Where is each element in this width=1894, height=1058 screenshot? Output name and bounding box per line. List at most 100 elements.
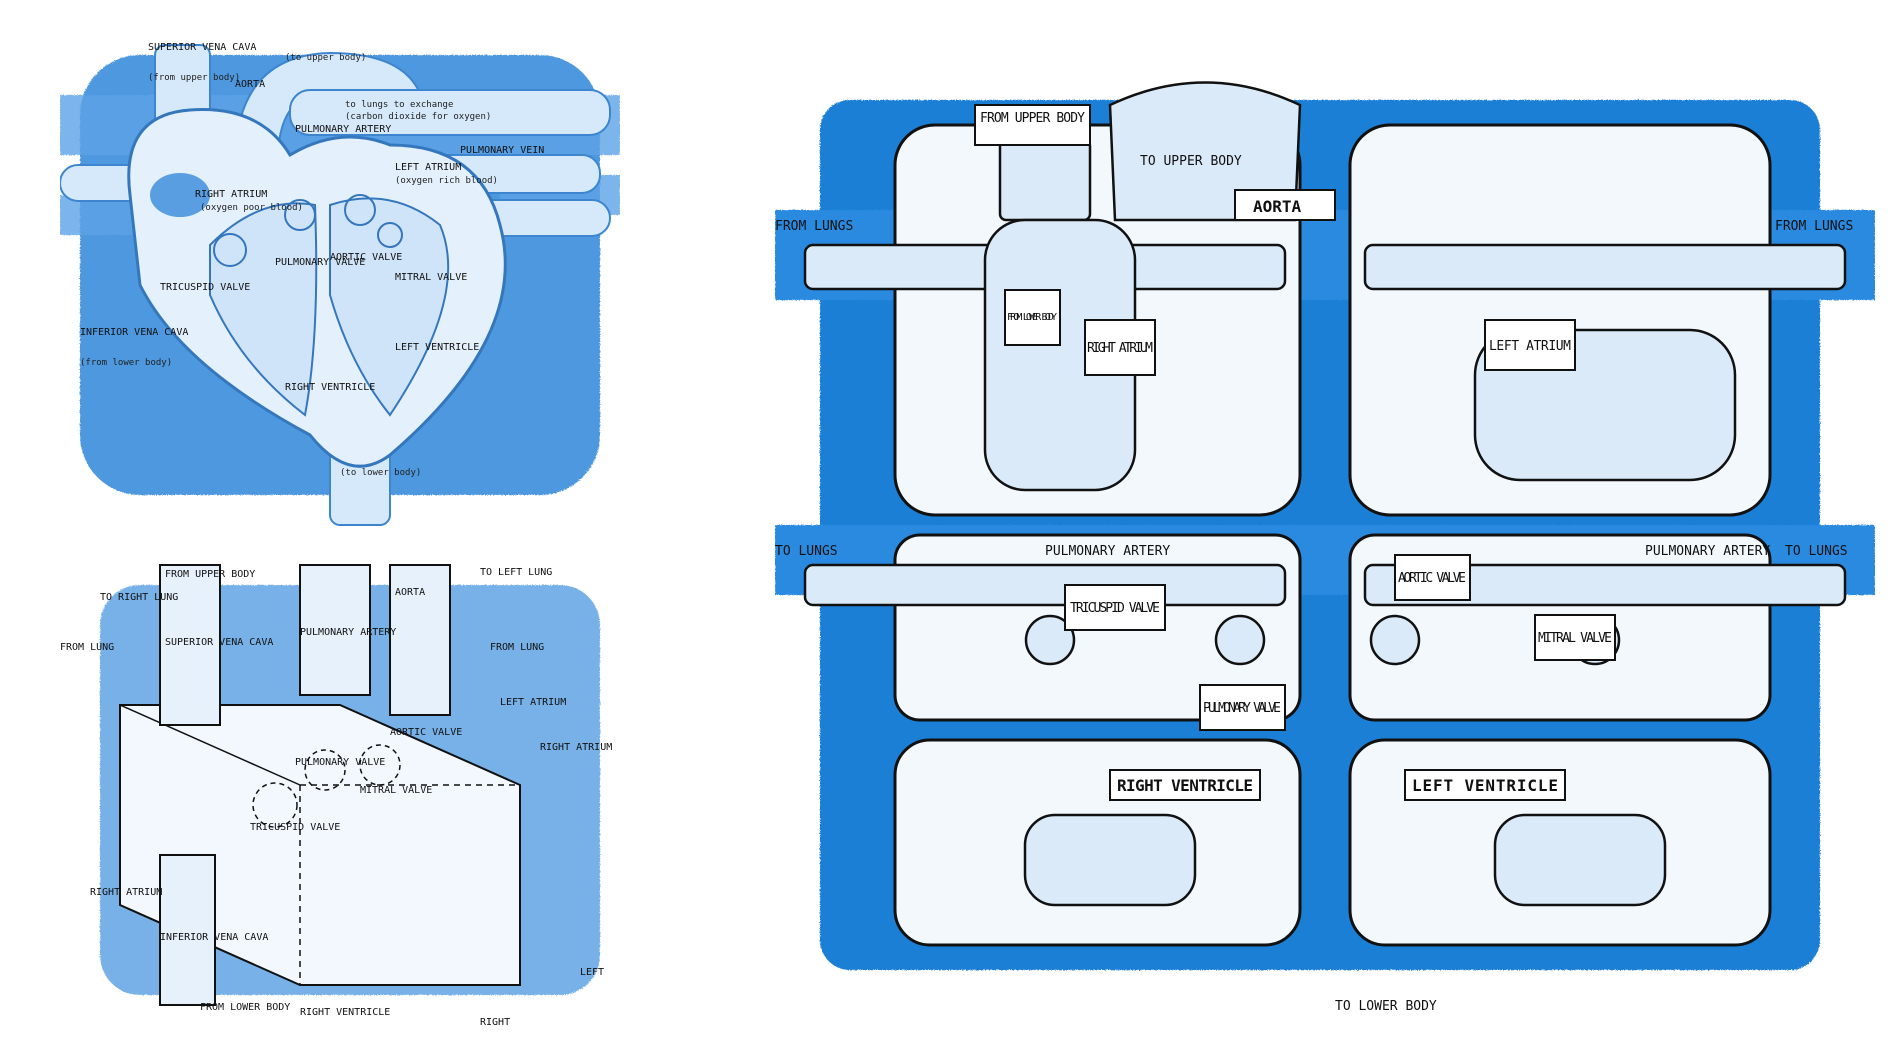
iso-label-superior-vena-cava: Superior vena cava [165,637,273,648]
label-to-lower-body: (to lower body) [340,468,421,478]
heart-factory-illustration: From upper body To upper body Aorta From… [775,80,1875,1040]
label-superior-vena-cava: Superior vena cava [148,42,256,53]
factory-label-from-lungs-left: From lungs [775,219,853,234]
iso-label-from-upper-body: From upper body [165,569,255,580]
label-left-ventricle: Left ventricle [395,342,479,353]
heart-factory-drawing: From upper body To upper body Aorta From… [775,81,1875,1014]
iso-label-right-atrium-left: Right atrium [90,887,162,898]
iso-label-from-lung-left: From lung [60,642,114,653]
isometric-heart-sketch: From upper body To right lung To left lu… [60,555,630,1035]
factory-label-aortic-valve: Aortic valve [1398,571,1466,586]
factory-label-to-lungs-right: To lungs [1785,544,1848,559]
iso-label-left: Left [580,967,604,978]
iso-label-aortic-valve: Aortic valve [390,727,462,738]
aorta-dome [1108,81,1302,222]
right-atrium-opening [150,173,210,217]
pulmonary-artery-tube [289,89,611,136]
heart-anatomy-sketch: Superior vena cava (from upper body) Aor… [60,35,620,530]
label-right-ventricle: Right ventricle [285,382,375,393]
label-to-lungs-note-2: (carbon dioxide for oxygen) [345,112,491,122]
iso-label-tricuspid-valve: Tricuspid valve [250,822,340,833]
iso-label-right: Right [480,1017,510,1028]
sign-aortic-valve [1394,554,1471,601]
mitral-valve-shape [377,222,403,248]
iso-label-left-atrium: Left atrium [500,697,566,708]
heart-anatomy-drawing: Superior vena cava (from upper body) Aor… [60,42,620,526]
right-ventricle-chamber [209,202,318,417]
left-ventricle-tank [1493,813,1667,907]
pipe-to-lungs-right [1363,563,1847,607]
sign-from-upper-body [974,104,1091,146]
factory-label-left-atrium: Left atrium [1489,339,1571,354]
label-from-upper-body: (from upper body) [148,73,240,83]
iso-label-to-right-lung: To right lung [100,592,178,603]
label-from-lower-body: (from lower body) [80,358,172,368]
iso-inferior-vena-cava [159,854,216,1006]
sign-left-atrium [1484,319,1576,371]
aortic-valve-wheel [1369,614,1421,666]
factory-label-aorta: Aorta [1253,197,1302,216]
label-to-lungs-note-1: to lungs to exchange [345,100,453,110]
iso-label-right-atrium-right: Right atrium [540,742,612,753]
sign-tricuspid-valve [1064,584,1166,631]
pipe-from-lungs-right [1363,243,1847,291]
iso-label-right-ventricle: Right ventricle [300,1007,390,1018]
label-oxygen-rich-blood: (oxygen rich blood) [395,176,498,186]
factory-label-from-lower-body: From lower body [1007,312,1057,323]
iso-pulmonary-valve [304,749,346,791]
factory-label-from-lungs-right: From lungs [1775,219,1853,234]
label-pulmonary-valve: Pulmonary valve [275,257,365,268]
sign-right-atrium [1084,319,1156,376]
label-right-atrium: Right atrium [195,189,267,200]
sign-from-lower-body [1004,289,1061,346]
pipe-to-lungs-left [803,563,1287,607]
factory-label-pulmonary-artery-left: Pulmonary artery [1045,544,1170,559]
right-ventricle-tank [1023,813,1197,907]
label-to-upper-body: (to upper body) [285,53,366,63]
factory-label-left-ventricle: Left ventricle [1412,776,1558,795]
label-oxygen-poor-blood: (oxygen poor blood) [200,203,303,213]
factory-label-to-lungs-left: To lungs [775,544,838,559]
tank-top [998,138,1092,222]
iso-tricuspid-valve [252,782,298,828]
pulmonary-valve-wheel [1214,614,1266,666]
label-mitral-valve: Mitral valve [395,272,467,283]
factory-label-tricuspid-valve: Tricuspid valve [1070,601,1160,616]
iso-label-inferior-vena-cava: Inferior vena cava [160,932,268,943]
aortic-valve-shape [344,194,376,226]
factory-label-to-upper-body: To upper body [1140,154,1242,169]
factory-label-right-ventricle: Right ventricle [1117,776,1253,795]
iso-label-to-left-lung: To left lung [480,567,552,578]
iso-mitral-valve [359,744,401,786]
factory-label-pulmonary-valve: Pulmonary valve [1203,701,1281,716]
tricuspid-valve-wheel [1024,614,1076,666]
label-pulmonary-vein: Pulmonary vein [460,145,544,156]
pulmonary-valve-shape [284,199,316,231]
iso-label-aorta: Aorta [395,587,425,598]
factory-label-right-atrium: Right atrium [1087,341,1153,356]
factory-label-pulmonary-artery-right: Pulmonary artery [1645,544,1770,559]
label-tricuspid-valve: Tricuspid valve [160,282,250,293]
iso-pulmonary-artery [299,564,371,696]
iso-superior-vena-cava [159,564,221,726]
iso-label-mitral-valve: Mitral valve [360,785,432,796]
left-ventricle-chamber [329,197,450,417]
sign-aorta [1234,189,1336,221]
factory-label-from-upper-body: From upper body [980,111,1085,126]
sign-pulmonary-valve [1199,684,1286,731]
label-left-atrium: Left atrium [395,162,461,173]
isometric-heart-drawing: From upper body To right lung To left lu… [60,564,612,1028]
iso-label-pulmonary-artery: Pulmonary artery [300,627,396,638]
tricuspid-valve-shape [213,233,247,267]
sign-right-ventricle [1109,769,1261,801]
label-aortic-valve: Aortic valve [330,252,402,263]
label-pulmonary-artery: Pulmonary artery [295,124,391,135]
iso-label-pulmonary-valve: Pulmonary valve [295,757,385,768]
factory-label-mitral-valve: Mitral valve [1538,631,1612,646]
iso-aorta [389,564,451,716]
sign-left-ventricle [1404,769,1566,801]
iso-label-from-lung-right: From lung [490,642,544,653]
label-aorta: Aorta [235,79,265,90]
factory-label-to-lower-body: To lower body [1335,999,1437,1014]
label-inferior-vena-cava: Inferior vena cava [80,327,188,338]
